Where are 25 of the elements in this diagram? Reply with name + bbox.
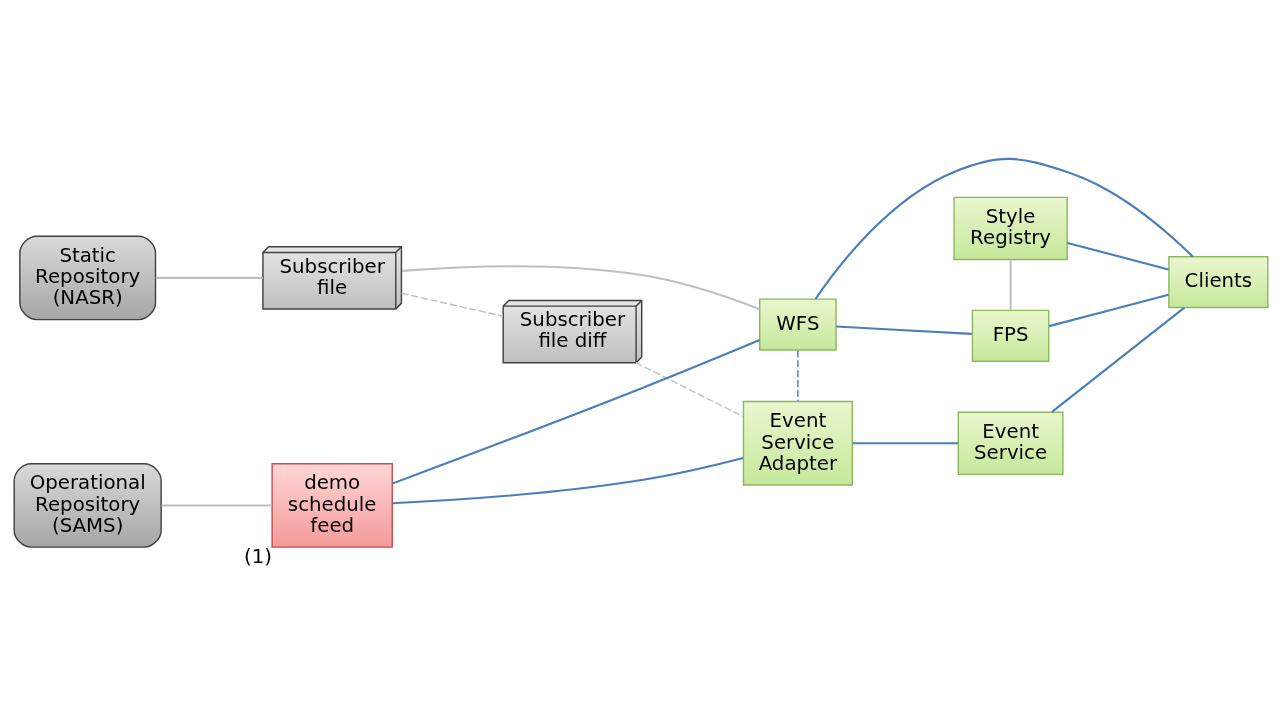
connector	[635, 362, 744, 418]
connector	[1048, 293, 1169, 328]
connector	[161, 504, 273, 507]
node-box: Event Service Adapter	[742, 400, 853, 486]
connector	[1009, 259, 1012, 311]
connector	[392, 457, 744, 505]
connector	[836, 325, 972, 335]
node-box: Clients	[1168, 256, 1269, 309]
connector	[797, 349, 799, 403]
connector	[391, 339, 761, 485]
connector	[401, 265, 760, 310]
node-box: WFS	[759, 298, 837, 351]
connector	[1067, 241, 1169, 271]
connector	[852, 442, 958, 445]
node-box: Operational Repository (SAMS)	[13, 463, 162, 548]
connector	[1051, 306, 1186, 413]
connector	[400, 292, 504, 317]
node-box: Static Repository (NASR)	[19, 235, 157, 321]
node-label: (1)	[243, 544, 272, 568]
node-box: Style Registry	[953, 196, 1068, 261]
node-box: FPS	[971, 309, 1050, 362]
node-box: demo schedule feed	[271, 463, 393, 548]
connector	[155, 276, 263, 279]
node-box: Event Service	[957, 411, 1064, 476]
connector	[814, 157, 1194, 300]
